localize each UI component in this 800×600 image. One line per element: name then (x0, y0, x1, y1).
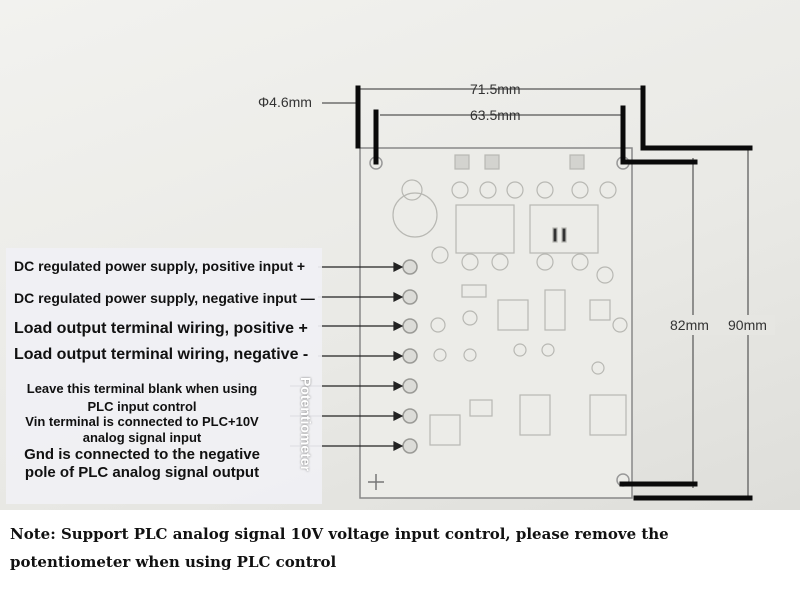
outer-height-label: 90mm (728, 317, 767, 333)
outer-width-label: 71.5mm (470, 81, 521, 97)
terminal-label-5: Leave this terminal blank when using PLC… (26, 381, 258, 414)
terminal-label-text: Load output terminal wiring, positive (14, 320, 295, 337)
board-dimension-diagram: 71.5mm 63.5mm Φ4.6mm 82mm 90mm (258, 81, 775, 501)
inner-height-label: 82mm (670, 317, 709, 333)
terminal-label-2: DC regulated power supply, negative inpu… (14, 290, 315, 306)
terminal-hole-5 (402, 378, 418, 394)
dimension-extension-bars (355, 85, 753, 501)
terminal-hole-6 (402, 408, 418, 424)
inner-width-label: 63.5mm (470, 107, 521, 123)
terminal-hole-1 (402, 259, 418, 275)
terminal-label-4: Load output terminal wiring, negative - (14, 346, 308, 364)
terminal-label-1: DC regulated power supply, positive inpu… (14, 258, 305, 274)
terminal-label-3: Load output terminal wiring, positive + (14, 320, 308, 338)
potentiometer-label: Potentiometer (298, 376, 314, 472)
terminal-label-6: Vin terminal is connected to PLC+10V ana… (25, 414, 259, 445)
width-dimensions (360, 88, 643, 116)
terminal-hole-4 (402, 348, 418, 364)
terminal-label-text: Load output terminal wiring, negative (14, 346, 299, 363)
terminal-sign: - (302, 346, 309, 363)
terminal-sign: + (296, 258, 306, 274)
terminal-label-7: Gnd is connected to the negative pole of… (24, 446, 260, 481)
terminal-label-panel (6, 248, 322, 504)
terminal-sign: — (300, 290, 315, 306)
hole-diameter-label: Φ4.6mm (258, 94, 312, 110)
terminal-label-text: DC regulated power supply, negative inpu… (14, 290, 297, 306)
terminal-hole-2 (402, 289, 418, 305)
terminal-hole-7 (402, 438, 418, 454)
terminal-sign: + (298, 320, 308, 337)
corner-crosshair-mark (368, 474, 384, 490)
terminal-label-text: DC regulated power supply, positive inpu… (14, 258, 293, 274)
note-text: Note: Support PLC analog signal 10V volt… (10, 525, 669, 571)
pcb-components (392, 154, 628, 446)
terminal-hole-3 (402, 318, 418, 334)
